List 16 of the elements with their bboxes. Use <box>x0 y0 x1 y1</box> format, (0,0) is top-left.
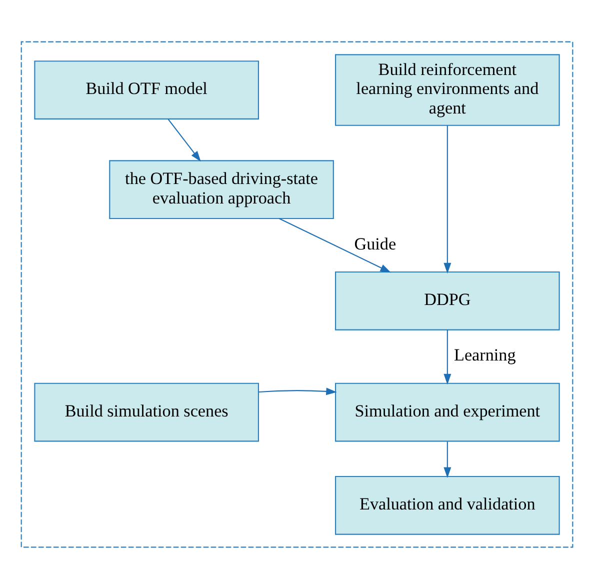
node-box: DDPG <box>335 270 560 330</box>
edge-label: Learning <box>454 345 516 364</box>
cluster <box>20 40 574 548</box>
arrow <box>258 387 337 395</box>
arrow <box>278 218 391 272</box>
node-box: Evaluation and validation <box>335 475 560 534</box>
arrow <box>444 329 452 384</box>
node-box: Build reinforcement learning environments and agent <box>335 54 560 126</box>
node-box: the OTF-based driving-state evaluation approach <box>109 160 334 219</box>
arrow <box>444 125 452 274</box>
arrow <box>168 118 201 162</box>
edge-label: Guide <box>354 234 396 253</box>
node-box: Simulation and experiment <box>335 382 560 442</box>
node-box: Build simulation scenes <box>34 382 259 442</box>
node-box: Build OTF model <box>34 60 259 119</box>
arrow <box>444 441 452 478</box>
